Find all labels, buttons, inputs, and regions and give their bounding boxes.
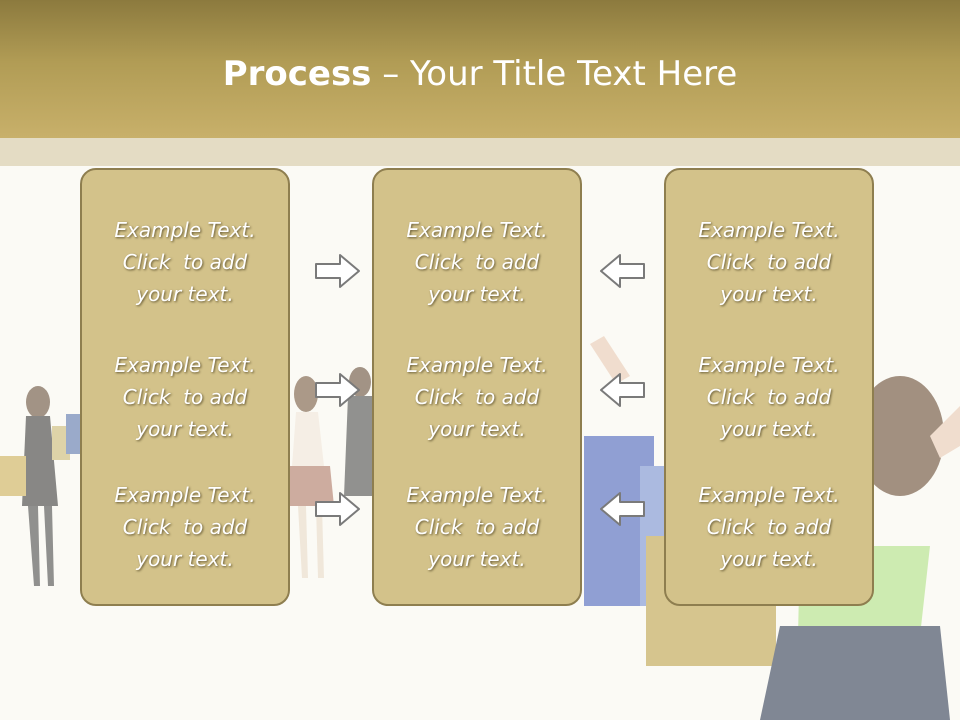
text-line: Click to add bbox=[414, 385, 540, 409]
text-block[interactable]: Example Text. Click to add your text. bbox=[374, 214, 580, 310]
text-block[interactable]: Example Text. Click to add your text. bbox=[666, 349, 872, 445]
text-line: Click to add bbox=[122, 385, 248, 409]
text-line: your text. bbox=[720, 547, 818, 571]
text-line: Click to add bbox=[122, 250, 248, 274]
text-line: your text. bbox=[136, 547, 234, 571]
text-line: your text. bbox=[428, 547, 526, 571]
text-block[interactable]: Example Text. Click to add your text. bbox=[82, 479, 288, 575]
text-line: Example Text. bbox=[698, 353, 840, 377]
text-line: Click to add bbox=[706, 250, 832, 274]
title-bar bbox=[0, 0, 960, 138]
text-line: your text. bbox=[720, 417, 818, 441]
text-block[interactable]: Example Text. Click to add your text. bbox=[82, 349, 288, 445]
text-block[interactable]: Example Text. Click to add your text. bbox=[666, 214, 872, 310]
text-line: your text. bbox=[428, 417, 526, 441]
text-line: Example Text. bbox=[698, 218, 840, 242]
text-line: your text. bbox=[136, 282, 234, 306]
process-box-right[interactable]: Example Text. Click to add your text. Exam… bbox=[664, 168, 874, 606]
text-line: Example Text. bbox=[698, 483, 840, 507]
text-line: Example Text. bbox=[114, 353, 256, 377]
text-line: Example Text. bbox=[406, 483, 548, 507]
text-line: Example Text. bbox=[406, 353, 548, 377]
process-box-left[interactable]: Example Text. Click to add your text. Exam… bbox=[80, 168, 290, 606]
text-line: Click to add bbox=[122, 515, 248, 539]
right-arrow-icon bbox=[315, 492, 360, 526]
text-block[interactable]: Example Text. Click to add your text. bbox=[374, 479, 580, 575]
slide-title[interactable]: Process – Your Title Text Here bbox=[0, 52, 960, 96]
left-arrow-icon bbox=[600, 254, 645, 288]
text-block[interactable]: Example Text. Click to add your text. bbox=[374, 349, 580, 445]
text-line: Example Text. bbox=[406, 218, 548, 242]
text-block[interactable]: Example Text. Click to add your text. bbox=[666, 479, 872, 575]
text-line: Click to add bbox=[706, 385, 832, 409]
text-block[interactable]: Example Text. Click to add your text. bbox=[82, 214, 288, 310]
right-arrow-icon bbox=[315, 373, 360, 407]
right-arrow-icon bbox=[315, 254, 360, 288]
title-rest: – Your Title Text Here bbox=[371, 54, 738, 94]
title-bold: Process bbox=[222, 54, 372, 94]
text-line: Click to add bbox=[706, 515, 832, 539]
text-line: your text. bbox=[720, 282, 818, 306]
left-arrow-icon bbox=[600, 373, 645, 407]
header-band bbox=[0, 138, 960, 166]
text-line: Example Text. bbox=[114, 218, 256, 242]
left-arrow-icon bbox=[600, 492, 645, 526]
text-line: your text. bbox=[428, 282, 526, 306]
text-line: Click to add bbox=[414, 515, 540, 539]
text-line: Click to add bbox=[414, 250, 540, 274]
text-line: Example Text. bbox=[114, 483, 256, 507]
text-line: your text. bbox=[136, 417, 234, 441]
process-box-center[interactable]: Example Text. Click to add your text. Exam… bbox=[372, 168, 582, 606]
